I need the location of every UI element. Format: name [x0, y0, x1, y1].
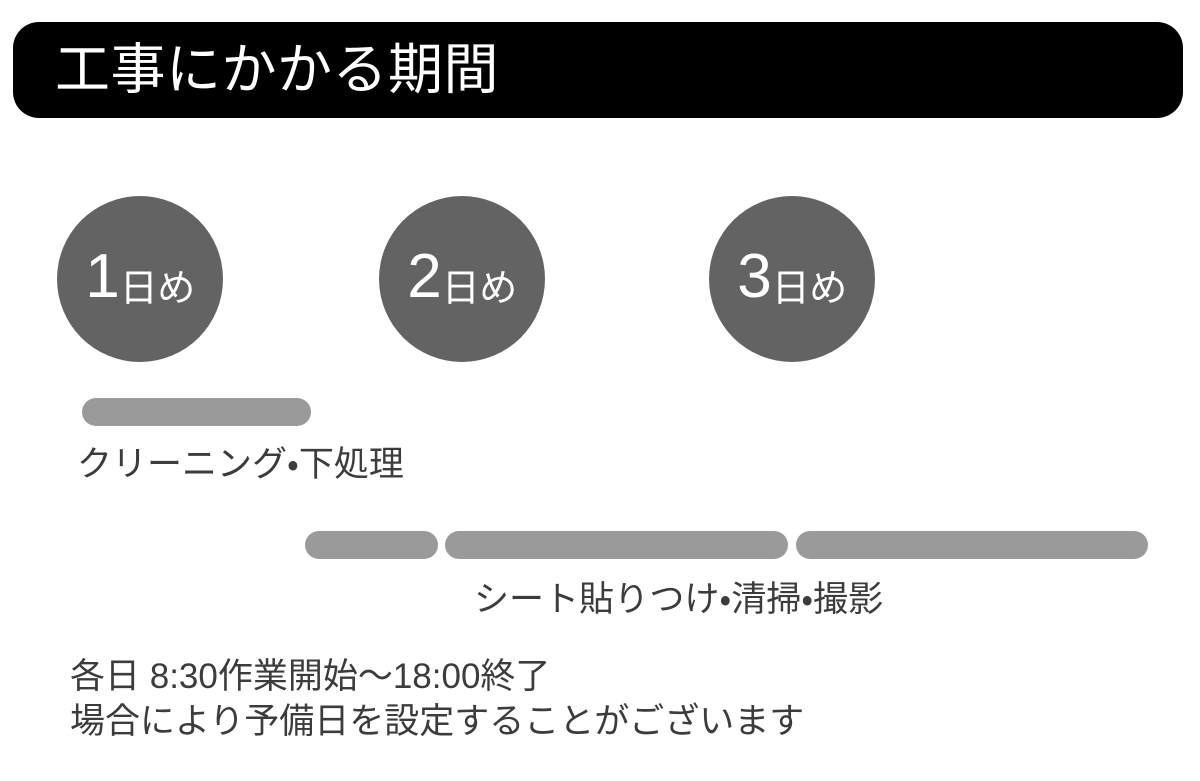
schedule-label-row2: シート貼りつけ・清掃・撮影: [474, 580, 884, 619]
schedule-bar-row2-segment2: [445, 531, 788, 559]
day-number-2: 2: [407, 241, 442, 311]
footer-notes: 各日 8:30作業開始〜18:00終了 場合により予備日を設定することがございま…: [70, 655, 804, 745]
day-number-1: 1: [85, 241, 120, 311]
day-circle-3: 3 日め: [709, 196, 875, 362]
schedule-label-row1: クリーニング・下処理: [77, 445, 404, 484]
schedule-bar-row2-segment3: [796, 531, 1148, 559]
day-suffix-2: 日め: [441, 268, 518, 310]
note-line-2: 場合により予備日を設定することがございます: [70, 701, 805, 741]
schedule-bar-row1-segment1: [82, 398, 311, 426]
day-circle-2: 2 日め: [379, 196, 545, 362]
note-line-1: 各日 8:30作業開始〜18:00終了: [70, 657, 551, 696]
day-suffix-1: 日め: [119, 268, 196, 310]
day-suffix-3: 日め: [771, 268, 848, 310]
day-circle-1: 1 日め: [57, 196, 223, 362]
page-title: 工事にかかる期間: [55, 38, 500, 101]
header-banner: 工事にかかる期間: [13, 22, 1183, 118]
schedule-bar-row2-segment1: [305, 531, 438, 559]
day-number-3: 3: [737, 241, 772, 311]
